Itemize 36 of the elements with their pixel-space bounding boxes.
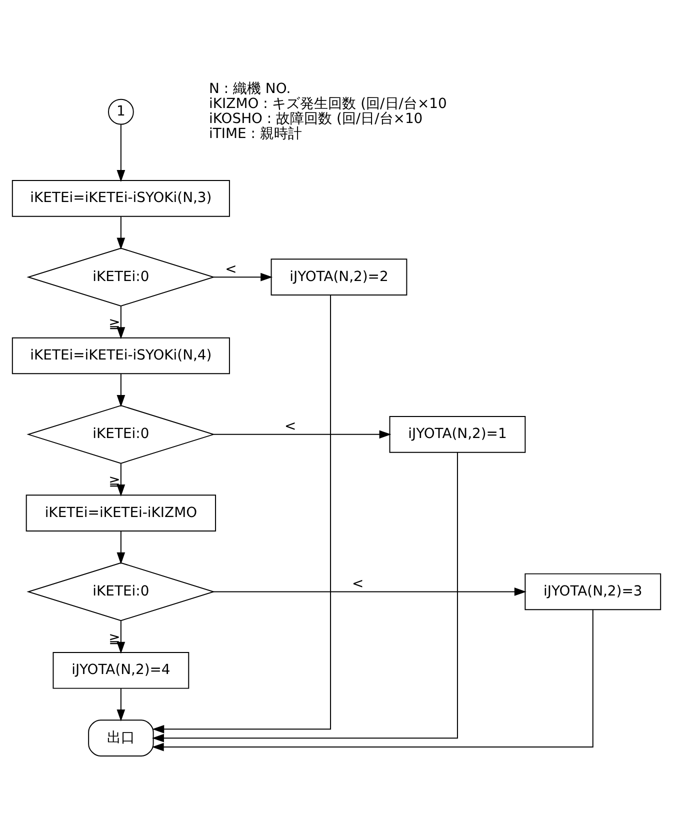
arrow xyxy=(152,609,594,752)
label: iKOSHO : 故障回数 (回/日/台×10 xyxy=(209,110,423,127)
arrow xyxy=(152,294,332,734)
node-diamond: iKETEi:0 xyxy=(26,248,216,306)
label: iTIME : 親時計 xyxy=(209,126,302,142)
node-diamond: iKETEi:0 xyxy=(26,405,216,464)
arrow xyxy=(213,588,526,596)
arrow xyxy=(152,452,458,742)
node-box: iKETEi=iKETEi-iSYOKi(N,4) xyxy=(12,337,230,374)
arrow xyxy=(116,216,126,250)
arrow xyxy=(116,306,126,340)
node-circle: 1 xyxy=(108,98,134,125)
label: iKIZMO : キズ発生回数 (回/日/台×10 xyxy=(209,96,447,112)
arrow xyxy=(213,272,273,282)
node-box: iJYOTA(N,2)=2 xyxy=(270,258,408,296)
edge-label: ≧ xyxy=(108,474,120,490)
node-box: iKETEi=iKETEi-iKIZMO xyxy=(26,494,216,532)
node-box: iKETEi=iKETEi-iSYOKi(N,3) xyxy=(12,180,230,217)
node-box: iJYOTA(N,2)=3 xyxy=(524,573,662,610)
arrow xyxy=(116,620,126,654)
arrow xyxy=(116,374,126,407)
arrow xyxy=(116,688,126,722)
arrow xyxy=(116,530,126,564)
node-box: iJYOTA(N,2)=1 xyxy=(389,416,526,453)
node-diamond: iKETEi:0 xyxy=(26,562,216,622)
arrow xyxy=(116,463,126,496)
edge-label: < xyxy=(284,418,296,435)
node-box: iJYOTA(N,2)=4 xyxy=(52,652,190,689)
node-box: 出口 xyxy=(88,720,154,757)
edge-label: ≧ xyxy=(108,630,120,647)
edge-label: ≧ xyxy=(108,316,120,332)
edge-label: < xyxy=(225,261,237,278)
arrow xyxy=(116,124,126,182)
label: N : 織機 NO. xyxy=(209,81,291,98)
arrow xyxy=(213,430,392,439)
edge-label: < xyxy=(352,576,364,592)
